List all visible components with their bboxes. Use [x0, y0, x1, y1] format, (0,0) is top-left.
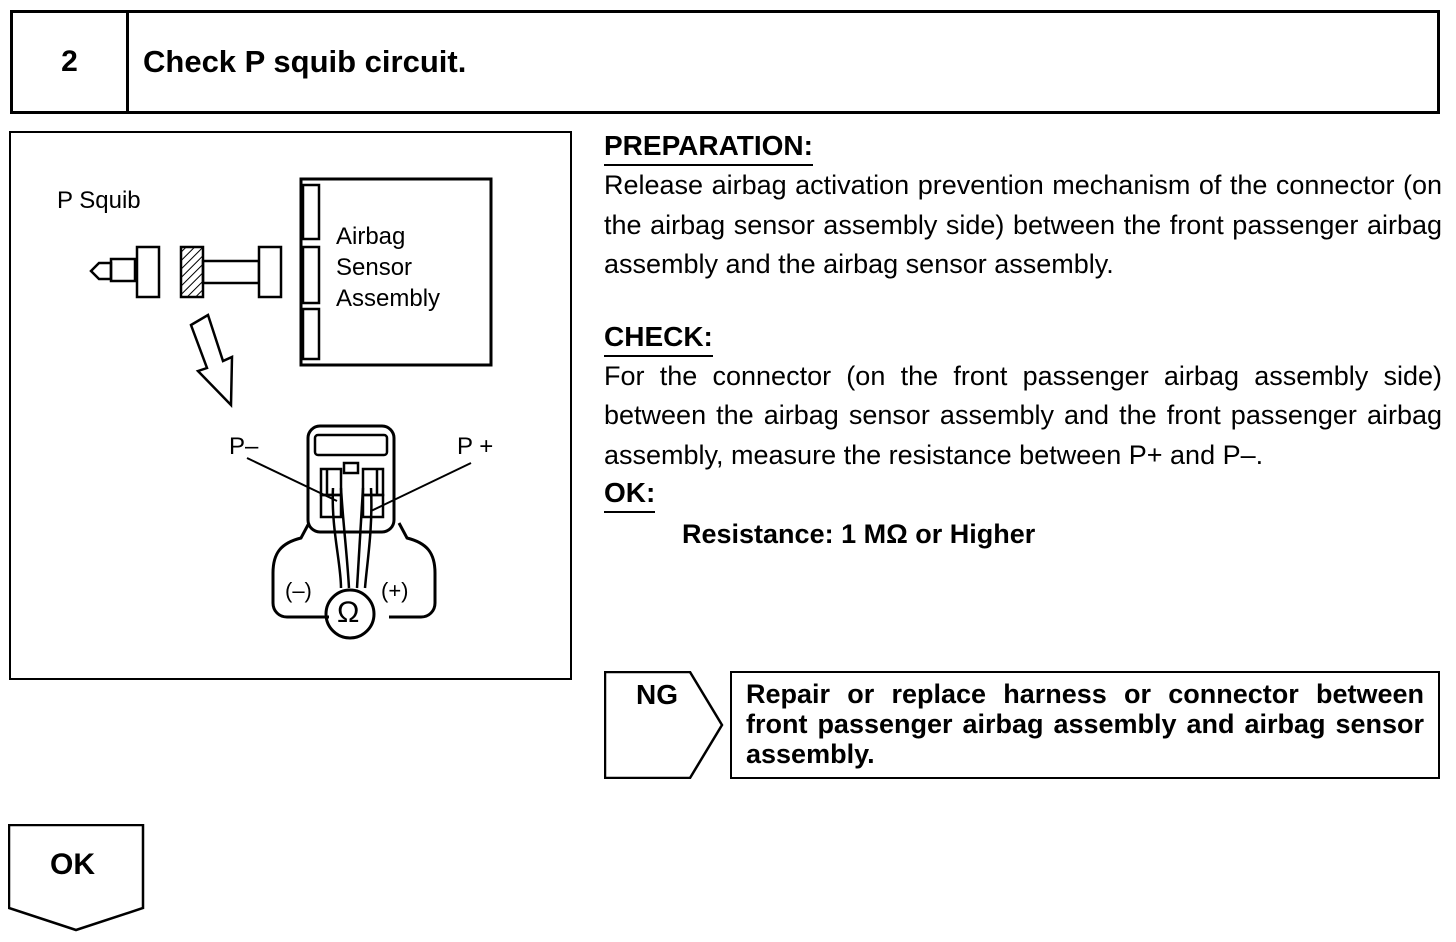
- preparation-heading: PREPARATION:: [604, 128, 813, 166]
- p-plus-label: P +: [457, 433, 494, 460]
- probe-wire-minus: [339, 487, 351, 589]
- p-minus-leader: [246, 457, 338, 502]
- ng-text: NG: [636, 679, 678, 710]
- connector-diagram: [89, 177, 493, 640]
- hatched-connector: [179, 245, 205, 299]
- sensor-label-line1: Airbag: [336, 223, 406, 250]
- squib-tip: [89, 261, 113, 281]
- connector-shaft: [201, 259, 261, 285]
- sensor-label-line3: Assembly: [336, 285, 441, 312]
- p-squib-label: P Squib: [57, 187, 141, 214]
- resistance-spec: Resistance: 1 MΩ or Higher: [682, 519, 1036, 549]
- step-header: 2 Check P squib circuit.: [10, 10, 1440, 114]
- sensor-assembly-box: [299, 177, 493, 367]
- p-minus-label: P–: [229, 433, 259, 460]
- instruction-text: PREPARATION: Release airbag activation p…: [604, 128, 1442, 553]
- plus-terminal-label: (+): [381, 578, 409, 603]
- ok-text: OK: [50, 848, 95, 881]
- ng-action-text: Repair or replace harness or connector b…: [746, 679, 1424, 769]
- step-number: 2: [13, 13, 129, 111]
- squib-plug: [135, 245, 161, 299]
- ng-action-box: Repair or replace harness or connector b…: [730, 671, 1440, 779]
- squib-body: [109, 257, 137, 283]
- ng-branch-label: NG: [603, 670, 729, 780]
- connector-plug: [257, 245, 283, 299]
- preparation-text: Release airbag activation prevention mec…: [604, 170, 1442, 279]
- hollow-down-arrow: [189, 313, 234, 409]
- ohmmeter-body: [271, 522, 437, 619]
- p-plus-leader: [370, 462, 472, 512]
- probe-wire-plus: [355, 487, 365, 589]
- step-title: Check P squib circuit.: [143, 44, 467, 79]
- ok-branch-arrow: OK: [7, 823, 146, 932]
- ohm-circle: [324, 588, 376, 640]
- wiring-figure: P Squib Airbag Sensor Assembly P– P + (–…: [9, 131, 572, 680]
- ok-arrow-shape: [7, 823, 145, 932]
- ok-heading: OK:: [604, 475, 656, 513]
- ohm-symbol: Ω: [337, 596, 360, 629]
- check-heading: CHECK:: [604, 319, 713, 357]
- minus-terminal-label: (–): [285, 578, 312, 603]
- connector-face: [306, 424, 396, 534]
- check-text: For the connector (on the front passenge…: [604, 360, 1442, 470]
- sensor-label-line2: Sensor: [336, 254, 413, 281]
- ng-arrow-shape: [603, 670, 724, 780]
